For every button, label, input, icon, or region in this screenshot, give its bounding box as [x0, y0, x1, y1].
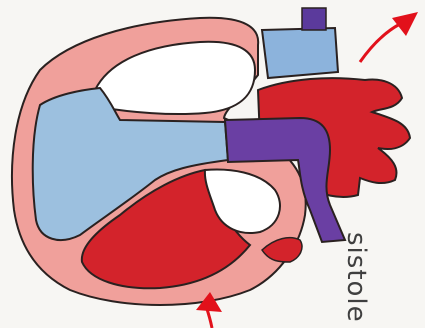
arrow-up-right-icon [360, 12, 418, 62]
purple-cap [302, 8, 326, 30]
sistole-label: sistole [341, 232, 371, 323]
blue-vessel [262, 28, 338, 78]
